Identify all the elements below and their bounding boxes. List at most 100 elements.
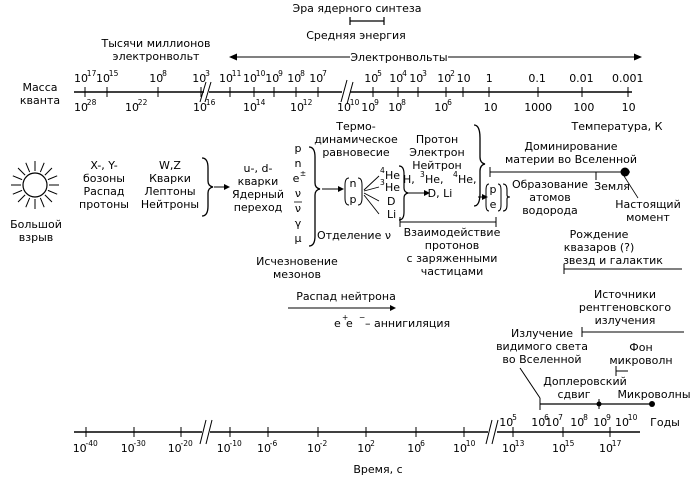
meson-vanish-line-1: Исчезновение [256,255,338,268]
microwave-bg-line-1: Фон [629,341,652,354]
svg-text:e: e [346,317,353,330]
np-p: p [350,193,357,206]
billions-ev-label-1: Тысячи миллионов [100,37,210,50]
wz-line-2: Кварки [149,172,191,185]
quark-transition-line-4: переход [234,201,283,214]
svg-text:5: 5 [377,69,382,78]
svg-text:3: 3 [422,69,427,78]
pe-e: e [490,198,497,211]
svg-text:He: He [385,181,400,194]
microwave-bg-range [615,366,628,376]
electronvolts-label: Электронвольты [350,51,447,64]
svg-text:10: 10 [437,72,451,85]
proton-group-arrow [478,194,488,200]
svg-text:4: 4 [453,170,458,179]
particle-gamma: γ [295,217,302,230]
svg-text:-2: -2 [320,439,328,448]
svg-text:H,: H, [403,173,415,186]
interaction-line-1: Взаимодействие [404,226,501,239]
year-tick-label: 105 [499,413,517,429]
svg-text:10: 10 [457,72,471,85]
xray-range [581,327,684,337]
svg-text:10: 10 [484,101,498,114]
sun-ray [44,167,53,176]
svg-text:-6: -6 [270,439,278,448]
energy-tick-label: 107 [309,69,327,85]
svg-text:14: 14 [256,98,266,107]
svg-text:10: 10 [407,442,421,455]
svg-text:2: 2 [450,69,455,78]
svg-text:10: 10 [628,413,638,422]
svg-text:He,: He, [425,173,444,186]
wz-line-1: W,Z [159,159,181,172]
svg-text:15: 15 [565,439,575,448]
svg-text:10: 10 [265,72,279,85]
neutrino-decoupling-label: Отделение ν [317,229,391,242]
svg-text:3: 3 [205,69,210,78]
quark-transition-line-1: u-, d- [244,162,273,175]
svg-text:-10: -10 [230,439,242,448]
neutron-decay-arrow [288,305,396,311]
now-pointer [623,175,639,199]
temperature-tick-label: 1000 [524,101,552,114]
svg-text:9: 9 [606,413,611,422]
particle-antinu: ν [295,202,301,215]
svg-text:28: 28 [87,98,97,107]
temperature-tick-label: 10 [622,101,636,114]
svg-text:e: e [334,317,341,330]
now-marker-dot [620,167,630,177]
energy-tick-label: 103 [192,69,210,85]
energy-tick-label: 0.01 [569,72,594,85]
meson-vanish-line-2: мезонов [273,268,321,281]
time-tick-label: 102 [357,439,375,455]
svg-text:15: 15 [109,69,119,78]
svg-text:10: 10 [149,72,163,85]
sun-ray [47,175,58,181]
time-label: Время, с [353,463,402,476]
wz-arrow [214,184,230,190]
sun-ray [44,194,53,203]
np-n: n [350,177,357,190]
pe-bracket-left [485,183,490,212]
time-tick-label: 106 [407,439,425,455]
svg-text:10: 10 [552,442,566,455]
particle-e-charge: ± [300,169,306,178]
visible-light-line-1: Излучение [511,327,573,340]
sun-ray [25,162,31,173]
svg-text:-40: -40 [86,439,98,448]
era-nucleosynthesis-label: Эра ядерного синтеза [293,2,422,15]
interaction-line-4: частицами [421,265,484,278]
svg-text:10: 10 [192,72,206,85]
svg-text:+: + [342,313,348,322]
sun-ray [39,162,45,173]
svg-text:He,: He, [458,173,477,186]
mass-quantum-label-1: Масса [22,81,57,94]
svg-text:10: 10 [502,442,516,455]
energy-tick-label: 0.001 [612,72,644,85]
particle-n: n [295,157,302,170]
svg-text:8: 8 [401,98,406,107]
svg-text:– аннигиляция: – аннигиляция [365,317,450,330]
svg-text:6: 6 [447,98,452,107]
temperature-label: Температура, К [571,120,663,133]
interaction-line-3: с заряженными [407,252,498,265]
big-bang-sun-icon [11,161,59,209]
atom-formation-line-2: атомов [529,191,570,204]
svg-text:−: − [359,313,365,322]
time-tick-label: 10-10 [217,439,242,455]
sun-ray [17,194,26,203]
sun-ray [12,189,23,195]
svg-text:10: 10 [531,416,545,429]
svg-text:-30: -30 [134,439,146,448]
svg-text:10: 10 [193,101,207,114]
interaction-range [399,217,497,227]
neutron-decay-label: Распад нейтрона [296,290,396,303]
big-bang-label-1: Большой [10,218,62,231]
energy-tick-label: 1 [486,72,493,85]
energy-tick-label: 0.1 [528,72,546,85]
